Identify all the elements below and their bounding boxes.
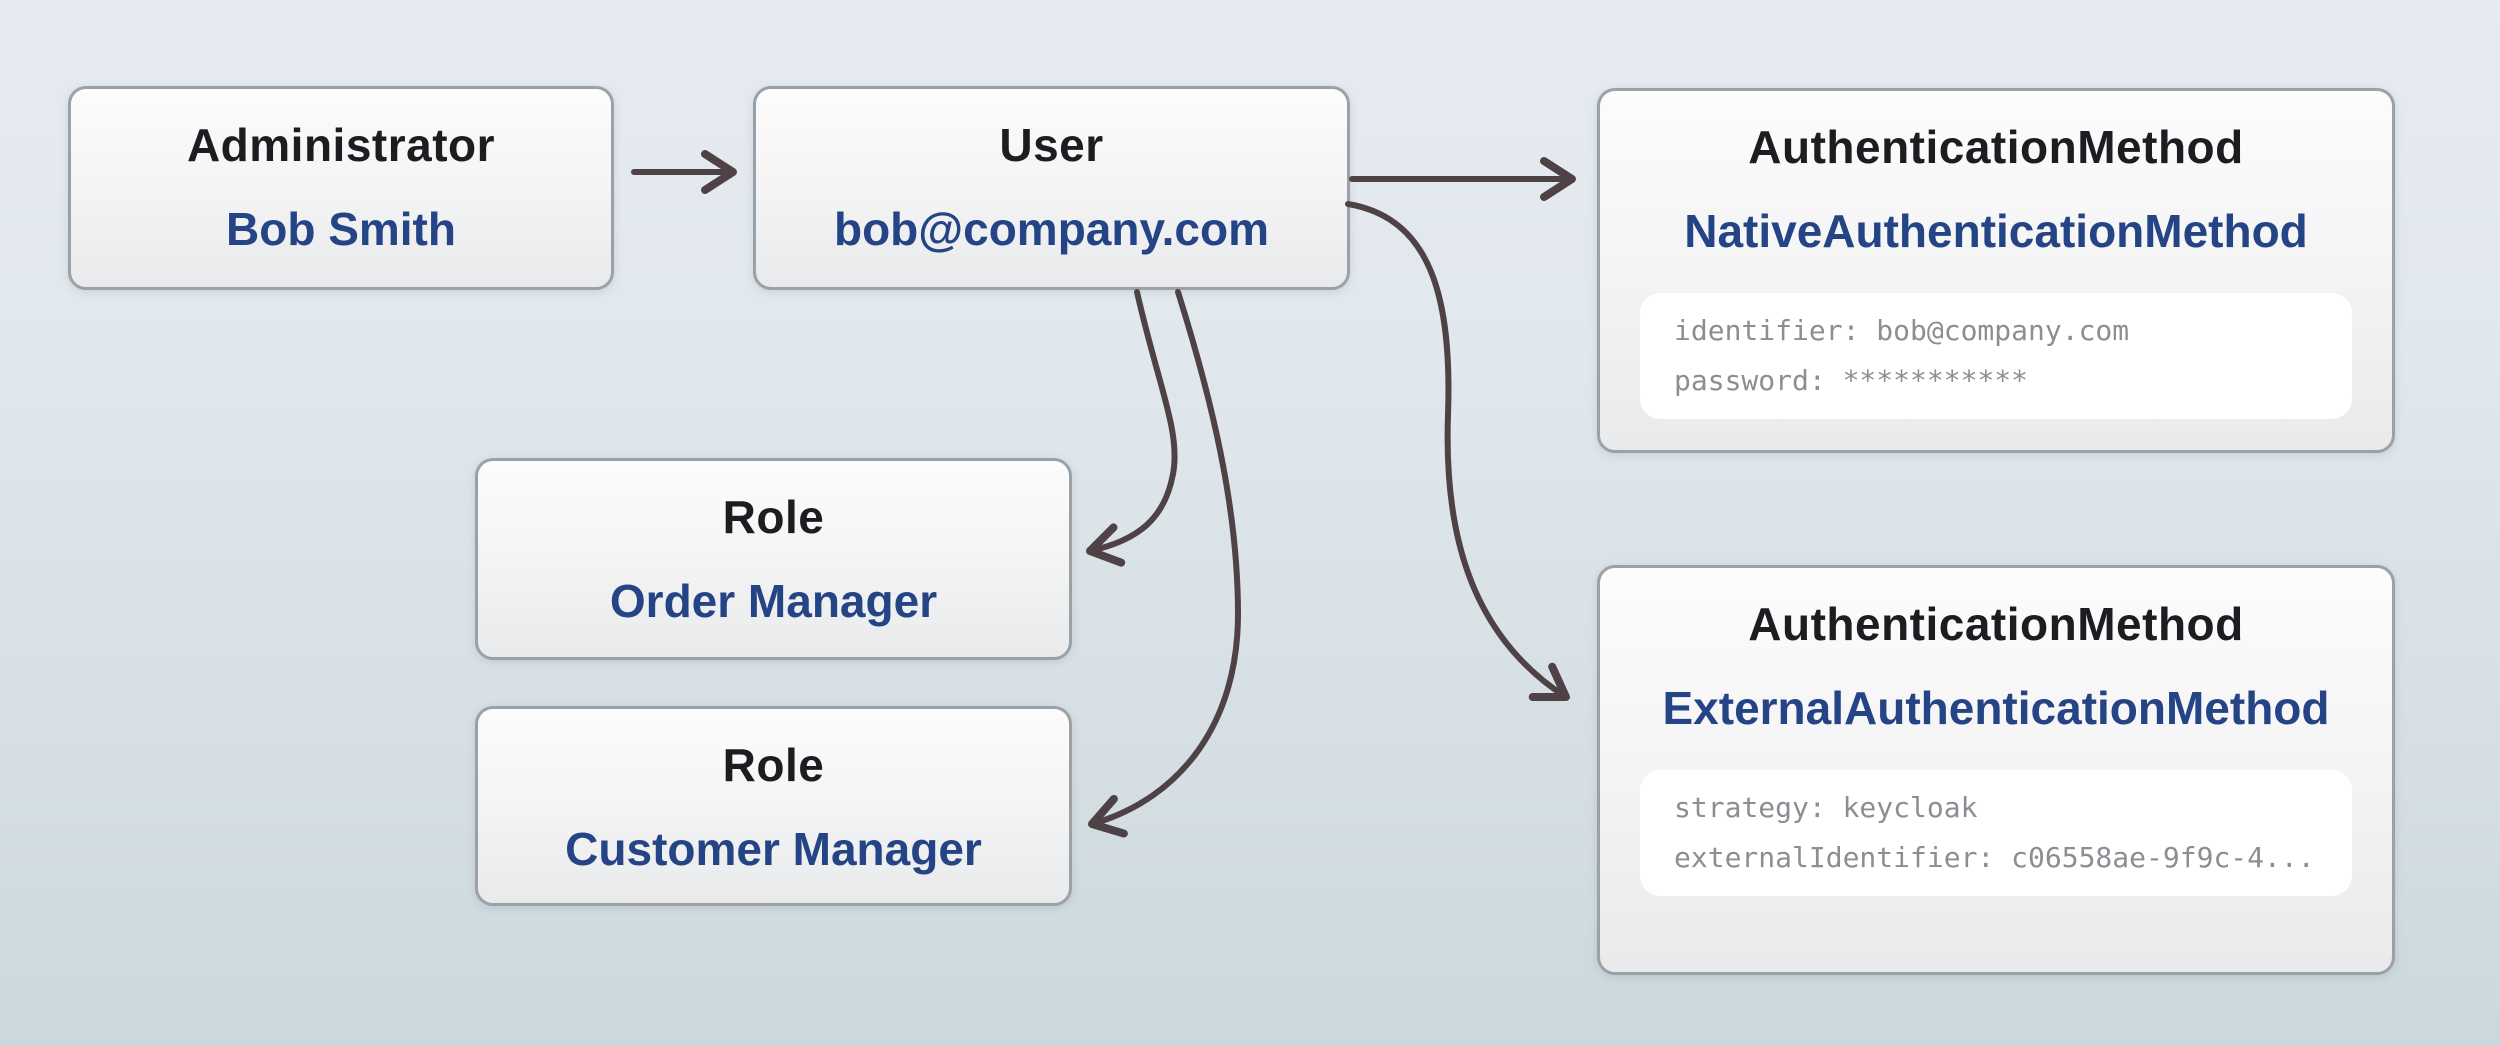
property-identifier: identifier: bob@company.com	[1674, 314, 2130, 347]
node-type-label: Role	[722, 491, 825, 543]
properties-panel: strategy: keycloak externalIdentifier: c…	[1640, 770, 2352, 896]
property-external-identifier: externalIdentifier: c06558ae-9f9c-4...	[1674, 841, 2315, 874]
node-external-authentication-method: AuthenticationMethod ExternalAuthenticat…	[1597, 565, 2395, 975]
node-type-label: User	[999, 119, 1104, 171]
arrow-user-to-role-order-manager	[1086, 289, 1178, 567]
arrow-user-to-external-auth	[1345, 201, 1570, 701]
node-type-label: Administrator	[186, 119, 496, 171]
node-value: NativeAuthenticationMethod	[1684, 205, 2308, 257]
property-password: password: ***********	[1674, 364, 2029, 397]
node-value: ExternalAuthenticationMethod	[1662, 682, 2330, 734]
node-native-authentication-method: AuthenticationMethod NativeAuthenticatio…	[1597, 88, 2395, 453]
node-value: Bob Smith	[226, 203, 456, 255]
properties-panel: identifier: bob@company.com password: **…	[1640, 293, 2352, 419]
property-strategy: strategy: keycloak	[1674, 791, 1978, 824]
arrow-user-to-role-customer-manager	[1088, 289, 1242, 838]
node-value: Customer Manager	[565, 823, 982, 875]
node-value: bob@company.com	[833, 203, 1270, 255]
node-value: Order Manager	[609, 575, 938, 627]
node-administrator: Administrator Bob Smith	[68, 86, 614, 290]
node-role-order-manager: Role Order Manager	[475, 458, 1072, 660]
node-type-label: Role	[722, 739, 825, 791]
node-type-label: AuthenticationMethod	[1748, 598, 2244, 650]
node-user: User bob@company.com	[753, 86, 1350, 290]
node-type-label: AuthenticationMethod	[1748, 121, 2244, 173]
node-role-customer-manager: Role Customer Manager	[475, 706, 1072, 906]
